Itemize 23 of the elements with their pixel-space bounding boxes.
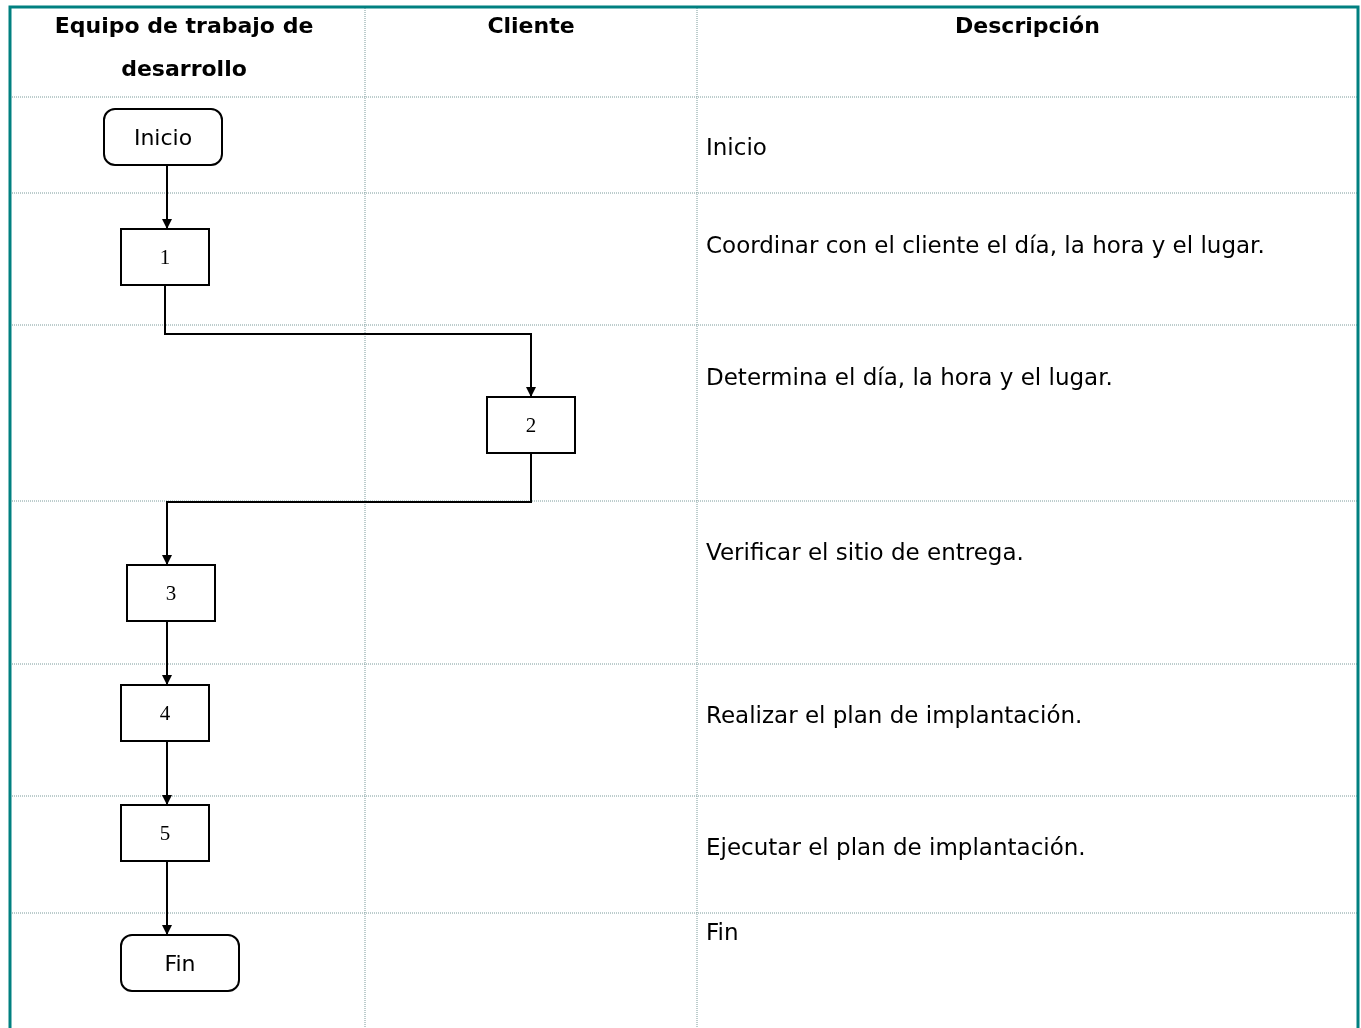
description-text: Coordinar con el cliente el día, la hora y el lugar. xyxy=(706,231,1265,260)
column-header: Cliente xyxy=(486,12,576,40)
description-text: Fin xyxy=(706,918,739,947)
column-header: Descripción xyxy=(954,12,1101,40)
description-text: Ejecutar el plan de implantación. xyxy=(706,833,1086,862)
description-text: Realizar el plan de implantación. xyxy=(706,701,1083,730)
terminal-box: Inicio xyxy=(103,108,223,166)
arrow xyxy=(162,861,172,935)
description-text: Inicio xyxy=(706,133,767,162)
arrow xyxy=(162,621,172,685)
arrow xyxy=(162,741,172,805)
description-text: Verificar el sitio de entrega. xyxy=(706,538,1024,567)
process-box: 5 xyxy=(120,804,210,862)
process-box: 3 xyxy=(126,564,216,622)
arrow xyxy=(162,165,172,229)
process-box: 1 xyxy=(120,228,210,286)
column-header: Equipo de trabajo de desarrollo xyxy=(53,12,315,83)
terminal-box: Fin xyxy=(120,934,240,992)
arrow xyxy=(164,285,536,397)
process-box: 4 xyxy=(120,684,210,742)
process-box: 2 xyxy=(486,396,576,454)
arrow xyxy=(162,453,532,565)
description-text: Determina el día, la hora y el lugar. xyxy=(706,363,1113,392)
